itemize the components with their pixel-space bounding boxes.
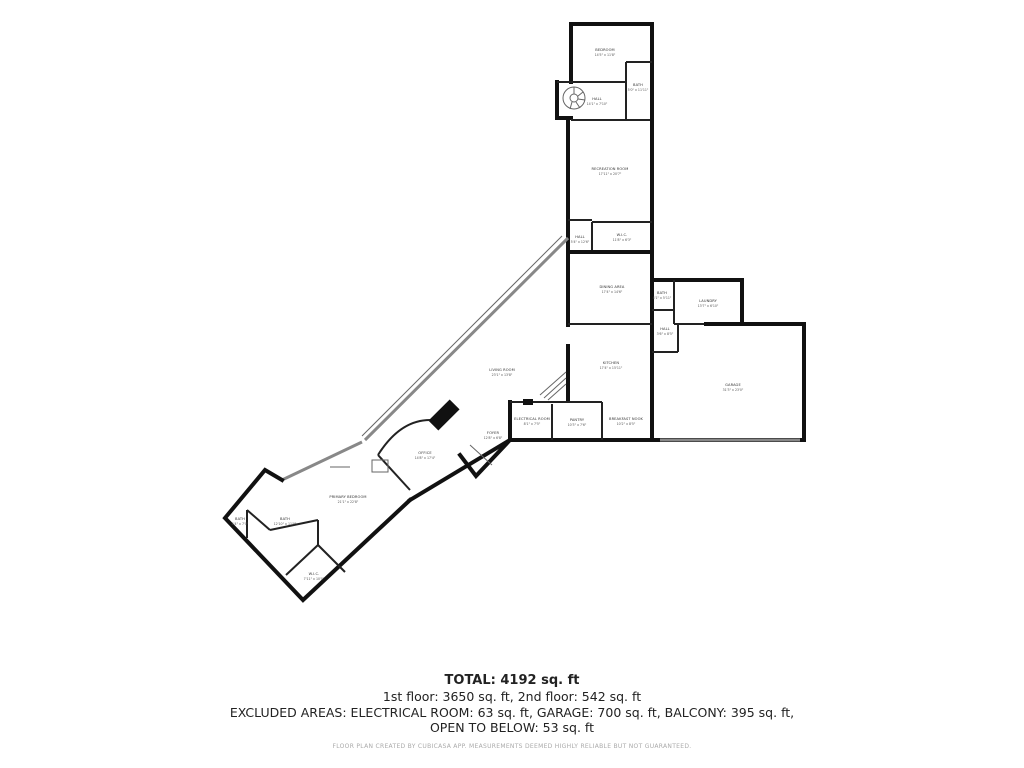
room-dims-bath-laundry: 4'1" x 5'11" — [653, 296, 672, 300]
room-dims-dining-area: 17'4" x 14'6" — [602, 290, 623, 294]
room-label-pantry: PANTRY — [570, 418, 585, 422]
room-dims-office: 14'8" x 17'4" — [415, 456, 436, 460]
room-label-hall-mid: HALL — [575, 235, 585, 239]
room-label-kitchen: KITCHEN — [603, 361, 619, 365]
room-dims-bath-upper: 5'0" x 11'11" — [628, 88, 649, 92]
room-dims-bedroom: 14'5" x 11'8" — [595, 53, 616, 57]
room-label-electrical-room: ELECTRICAL ROOM — [514, 417, 550, 421]
room-dims-bath-primary: 12'10" x 11'9" — [274, 522, 297, 526]
total-area: TOTAL: 4192 sq. ft — [444, 673, 580, 688]
room-dims-breakfast-nook: 10'2" x 8'5" — [617, 422, 636, 426]
room-dims-hall-small: 3'6" x 8'5" — [657, 332, 674, 336]
excluded-areas: EXCLUDED AREAS: ELECTRICAL ROOM: 63 sq. … — [229, 705, 795, 720]
room-label-bedroom: BEDROOM — [595, 48, 614, 52]
upper-wing-walls — [555, 22, 654, 252]
room-dims-garage: 31'3" x 23'0" — [723, 388, 744, 392]
room-label-laundry: LAUNDRY — [699, 299, 717, 303]
room-dims-wic-mid: 11'8" x 6'3" — [613, 238, 632, 242]
foyer-walls — [457, 437, 513, 480]
room-dims-hall-upper: 14'1" x 7'10" — [587, 102, 608, 106]
room-dims-recreation-room: 17'11" x 20'7" — [599, 172, 622, 176]
living-diagonal — [361, 235, 570, 503]
room-label-wic-primary: W.I.C. — [309, 572, 320, 576]
open-to-below: OPEN TO BELOW: 53 sq. ft — [429, 720, 595, 735]
room-dims-hall-mid: 5'4" x 12'6" — [571, 240, 590, 244]
room-dims-bath-small: 4'4" x 7'0" — [232, 522, 249, 526]
kitchen-walls — [508, 371, 654, 442]
room-dims-electrical-room: 8'1" x 7'5" — [524, 422, 541, 426]
room-label-recreation-room: RECREATION ROOM — [592, 167, 629, 171]
primary-wing-walls — [222, 440, 413, 603]
room-label-living-room: LIVING ROOM — [489, 368, 515, 372]
room-label-office: OFFICE — [418, 451, 432, 455]
room-dims-kitchen: 17'4" x 15'11" — [600, 366, 623, 370]
office-walls — [371, 419, 431, 491]
spiral-staircase — [562, 86, 586, 110]
room-label-wic-mid: W.I.C. — [617, 233, 628, 237]
room-dims-primary-bedroom: 21'1" x 22'8" — [338, 500, 359, 504]
room-label-garage: GARAGE — [725, 383, 741, 387]
room-label-foyer: FOYER — [487, 431, 500, 435]
room-label-bath-small: BATH — [235, 517, 245, 521]
room-label-hall-upper: HALL — [592, 97, 602, 101]
room-labels: BEDROOM 14'5" x 11'8" BATH 5'0" x 11'11"… — [232, 48, 744, 581]
room-label-dining-area: DINING AREA — [600, 285, 625, 289]
room-label-bath-primary: BATH — [280, 517, 290, 521]
room-label-hall-small: HALL — [660, 327, 670, 331]
room-label-breakfast-nook: BREAKFAST NOOK — [609, 417, 644, 421]
room-dims-laundry: 13'7" x 6'10" — [698, 304, 719, 308]
room-label-bath-laundry: BATH — [657, 291, 667, 295]
floor-areas: 1st floor: 3650 sq. ft, 2nd floor: 542 s… — [382, 689, 642, 704]
room-label-primary-bedroom: PRIMARY BEDROOM — [329, 495, 366, 499]
room-dims-foyer: 12'8" x 6'8" — [484, 436, 503, 440]
credit-note: FLOOR PLAN CREATED BY CUBICASA APP. MEAS… — [332, 743, 692, 750]
garage-walls — [650, 322, 806, 442]
room-dims-wic-primary: 7'11" x 10'0" — [304, 577, 325, 581]
room-dims-living-room: 23'1" x 13'8" — [492, 373, 513, 377]
room-dims-pantry: 10'3" x 7'6" — [568, 423, 587, 427]
middle-walls — [566, 219, 654, 442]
room-label-bath-upper: BATH — [633, 83, 643, 87]
